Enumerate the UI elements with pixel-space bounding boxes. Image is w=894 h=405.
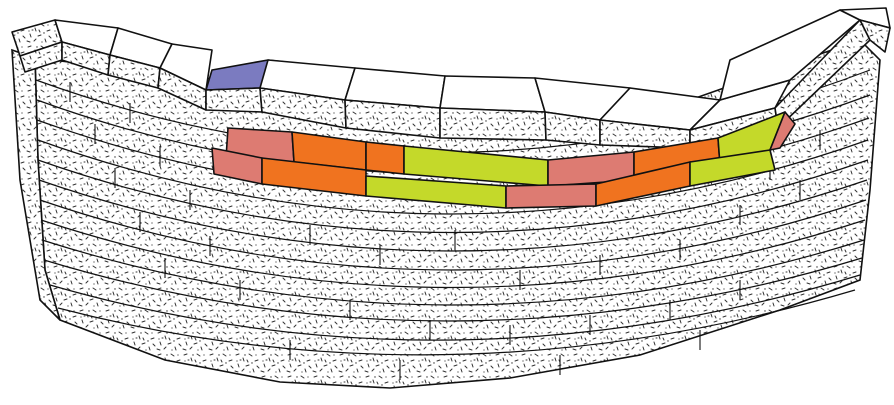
brick-salmon	[769, 111, 796, 151]
cap-brick	[439, 75, 546, 113]
highlighted-course-2	[211, 147, 776, 209]
cap-brick	[719, 9, 861, 101]
brick-salmon	[505, 183, 597, 209]
top-cap-course	[11, 7, 891, 149]
brick-orange	[365, 141, 405, 175]
brick-lime	[689, 149, 776, 187]
